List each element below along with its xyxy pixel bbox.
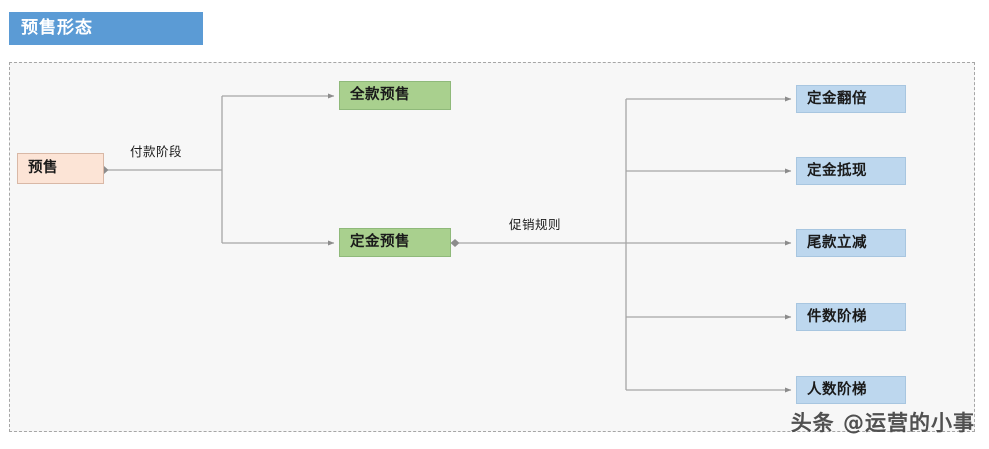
edge-label-payment-stage: 付款阶段 bbox=[130, 144, 183, 159]
node-label: 全款预售 bbox=[350, 87, 410, 104]
page-title-banner: 预售形态 bbox=[9, 12, 203, 45]
node-full-payment-presale[interactable]: 全款预售 bbox=[339, 81, 451, 110]
node-deposit-presale[interactable]: 定金预售 bbox=[339, 228, 451, 257]
node-label: 定金预售 bbox=[350, 234, 410, 251]
node-label: 件数阶梯 bbox=[807, 308, 867, 325]
node-people-tier[interactable]: 人数阶梯 bbox=[796, 376, 906, 404]
page-title: 预售形态 bbox=[21, 18, 93, 38]
node-label: 尾款立减 bbox=[807, 234, 867, 251]
node-label: 定金抵现 bbox=[807, 162, 867, 179]
node-deposit-double[interactable]: 定金翻倍 bbox=[796, 85, 906, 113]
node-balance-discount[interactable]: 尾款立减 bbox=[796, 229, 906, 257]
node-label: 定金翻倍 bbox=[807, 90, 867, 107]
node-label: 预售 bbox=[28, 160, 58, 177]
watermark: 头条 @运营的小事 bbox=[790, 411, 975, 435]
node-label: 人数阶梯 bbox=[807, 381, 867, 398]
node-root-presale[interactable]: 预售 bbox=[17, 153, 104, 184]
node-quantity-tier[interactable]: 件数阶梯 bbox=[796, 303, 906, 331]
node-deposit-offset[interactable]: 定金抵现 bbox=[796, 157, 906, 185]
edge-label-promotion-rule: 促销规则 bbox=[509, 217, 562, 232]
